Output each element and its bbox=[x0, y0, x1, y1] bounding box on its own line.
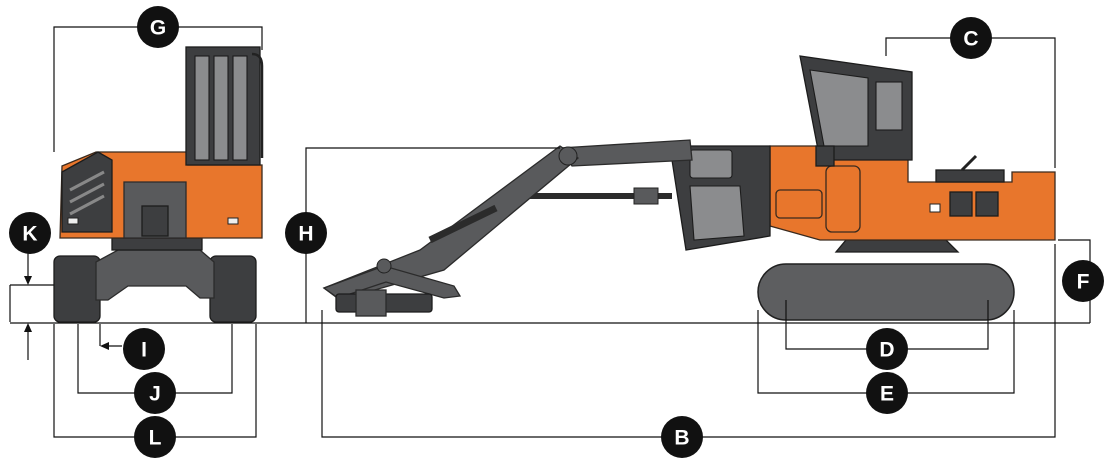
side-view-stick-cylinder bbox=[428, 204, 498, 244]
side-view-badge-plate bbox=[929, 203, 941, 213]
badge-d: D bbox=[866, 328, 908, 370]
badge-l: L bbox=[134, 416, 176, 458]
side-view-front-cab-upper-glass bbox=[689, 149, 733, 179]
badge-c: C bbox=[950, 17, 992, 59]
side-view-boom-pin bbox=[558, 146, 578, 166]
svg-text:J: J bbox=[149, 383, 161, 406]
dim-k-arrowhead-top bbox=[24, 276, 32, 285]
side-view-cab-side-glass bbox=[875, 81, 903, 131]
side-view-engine-panel-2 bbox=[975, 191, 999, 217]
dim-h-line bbox=[305, 147, 560, 323]
dim-k-line bbox=[9, 284, 54, 322]
badge-h: H bbox=[285, 212, 327, 254]
svg-text:C: C bbox=[963, 28, 978, 51]
side-view-engine-panel-1 bbox=[949, 191, 973, 217]
svg-text:I: I bbox=[141, 339, 147, 362]
dim-i-line bbox=[99, 324, 122, 347]
side-view-cab-front-glass bbox=[809, 69, 869, 147]
svg-text:F: F bbox=[1077, 271, 1090, 294]
badge-i: I bbox=[123, 328, 165, 370]
side-view-grapple-pin bbox=[376, 258, 392, 274]
side-view-grapple-rotator bbox=[355, 289, 387, 317]
badge-g: G bbox=[137, 6, 179, 48]
front-view-boom-foot bbox=[141, 205, 169, 237]
front-view-vent-slots bbox=[69, 170, 105, 216]
dim-i-arrowhead bbox=[100, 342, 109, 350]
svg-text:G: G bbox=[150, 17, 166, 40]
front-view-left-light bbox=[67, 217, 79, 225]
side-view-coupler bbox=[775, 189, 823, 219]
dim-k-arrowhead-bottom bbox=[24, 323, 32, 332]
side-view-engine-grille bbox=[935, 169, 1005, 183]
front-view-left-tire bbox=[53, 255, 101, 323]
badge-e: E bbox=[866, 372, 908, 414]
side-view-machine bbox=[322, 55, 1056, 321]
front-view-cab-handrail bbox=[251, 52, 264, 158]
front-view-right-tire bbox=[209, 255, 257, 323]
front-view-cab-window-3 bbox=[232, 55, 248, 161]
side-view-exhaust bbox=[960, 154, 978, 172]
side-view-cylinder-barrel bbox=[633, 187, 659, 205]
front-view-machine bbox=[53, 46, 264, 323]
svg-text:H: H bbox=[298, 223, 313, 246]
side-view-cab-riser bbox=[815, 145, 835, 167]
side-view-front-cab-door-glass bbox=[689, 185, 745, 241]
front-view-undercarriage bbox=[95, 249, 215, 301]
svg-text:D: D bbox=[879, 339, 894, 362]
side-view-turntable bbox=[834, 239, 960, 253]
svg-text:B: B bbox=[674, 427, 689, 450]
badge-b: B bbox=[661, 416, 703, 458]
front-view-turntable bbox=[111, 237, 203, 251]
badge-f: F bbox=[1062, 260, 1104, 302]
svg-text:L: L bbox=[149, 427, 162, 450]
badge-k: K bbox=[9, 212, 51, 254]
front-view-cab-window-1 bbox=[194, 55, 210, 161]
badge-j: J bbox=[134, 372, 176, 414]
front-view-cab-window-2 bbox=[213, 55, 229, 161]
front-view-right-light bbox=[227, 217, 239, 225]
svg-text:E: E bbox=[880, 383, 894, 406]
side-view-hydraulic-tank bbox=[825, 165, 861, 233]
svg-text:K: K bbox=[22, 223, 37, 246]
side-view-crawler-track bbox=[757, 263, 1015, 321]
